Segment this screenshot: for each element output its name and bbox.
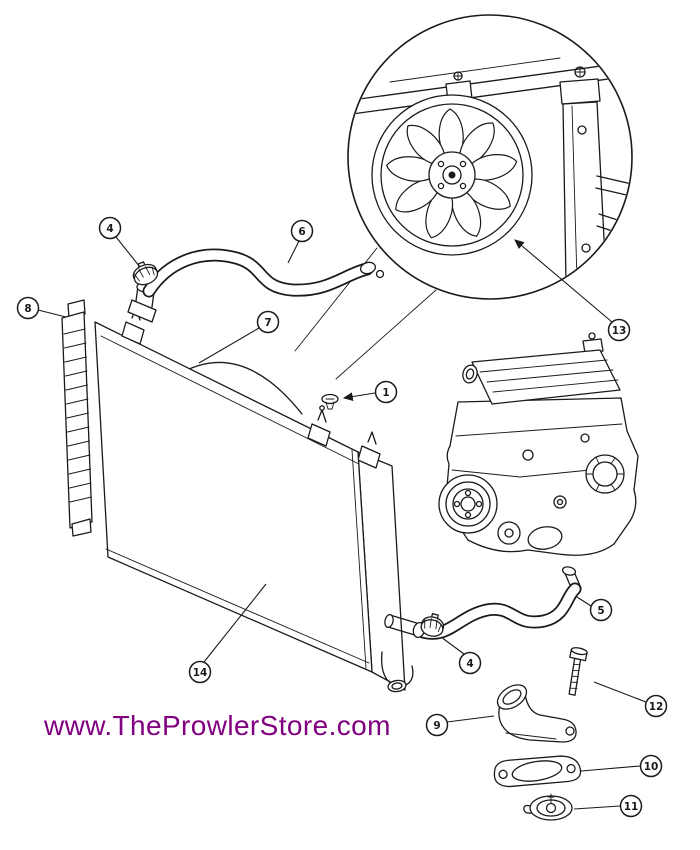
fan-hub — [428, 151, 476, 199]
callout-4-upper-label: 4 — [106, 223, 113, 235]
callout-4-upper: 4 — [98, 216, 141, 268]
callout-11: 11 — [573, 794, 643, 818]
water-outlet-housing — [496, 684, 577, 743]
idler-pulley — [497, 521, 521, 545]
receiver-drier — [61, 299, 93, 537]
compressor — [527, 526, 563, 550]
detail-view-fan — [347, 14, 633, 300]
lower-radiator-hose — [412, 566, 582, 640]
radiator-mounting-bracket-right — [307, 405, 331, 447]
intake-plenum — [462, 332, 621, 405]
callout-7-label: 7 — [264, 317, 271, 329]
callout-8-label: 8 — [24, 303, 31, 315]
callout-9-label: 9 — [433, 720, 440, 732]
callout-4-lower: 4 — [440, 636, 482, 675]
callout-12-label: 12 — [649, 701, 664, 713]
callout-1: 1 — [342, 380, 398, 404]
radiator-core-face — [94, 321, 373, 673]
alternator — [585, 454, 625, 494]
callouts: 1 4 4 5 6 7 8 — [16, 216, 668, 818]
retainer-clip — [321, 393, 339, 410]
fan-shroud-dome — [175, 361, 303, 415]
engine — [438, 332, 639, 556]
callout-5: 5 — [576, 596, 613, 622]
radiator — [94, 281, 421, 693]
callout-5-label: 5 — [597, 605, 604, 617]
radiator-side-panel-detail — [559, 66, 631, 285]
callout-7: 7 — [198, 310, 280, 364]
callout-12: 12 — [593, 681, 668, 718]
callout-14-label: 14 — [193, 667, 208, 679]
hose-clamp-upper — [132, 261, 159, 286]
gasket — [493, 755, 582, 788]
callout-6-label: 6 — [298, 226, 305, 238]
callout-1-label: 1 — [382, 387, 389, 399]
callout-6: 6 — [287, 219, 314, 264]
callout-13: 13 — [514, 239, 631, 342]
mounting-bolt — [568, 647, 588, 696]
callout-13-label: 13 — [612, 325, 627, 337]
crank-pulley — [438, 474, 498, 534]
callout-9: 9 — [425, 713, 495, 737]
callout-10: 10 — [580, 754, 663, 778]
callout-10-label: 10 — [644, 761, 659, 773]
callout-14: 14 — [188, 583, 267, 684]
callout-4-lower-label: 4 — [466, 658, 473, 670]
hose-clamp-lower — [420, 613, 445, 637]
callout-11-label: 11 — [624, 801, 639, 813]
callout-8: 8 — [16, 296, 67, 320]
radiator-top-rail — [100, 335, 360, 465]
store-watermark: www.TheProwlerStore.com — [44, 710, 391, 741]
thermostat — [523, 793, 573, 821]
upper-radiator-hose — [142, 248, 385, 298]
hose-end-dot — [375, 269, 385, 279]
